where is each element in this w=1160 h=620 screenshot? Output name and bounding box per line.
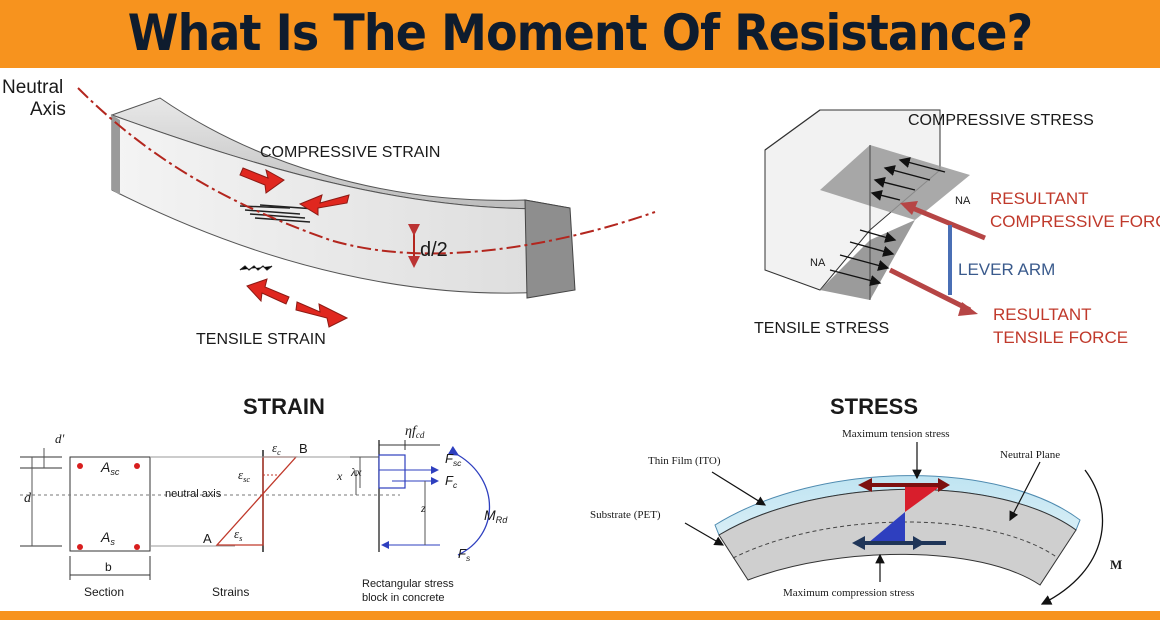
tension-steel-label: As — [101, 529, 115, 547]
x-label: x — [337, 469, 343, 483]
strain-section-figure — [20, 440, 490, 580]
strains-caption: Strains — [212, 585, 250, 599]
fsc-label: Fsc — [445, 451, 462, 468]
moment-arc — [447, 445, 490, 556]
stress-heading: STRESS — [830, 394, 919, 419]
eps-sc-label: εsc — [238, 467, 251, 484]
neutral-axis-line — [77, 87, 656, 255]
section-caption: Section — [84, 585, 125, 599]
lambda-x-label: λx — [351, 465, 362, 479]
neutral-axis-label-line2: Axis — [30, 99, 66, 120]
neutral-axis-text: neutral axis — [165, 488, 222, 500]
stress-block-caption-line2: block in concrete — [362, 592, 445, 604]
moment-arc-right — [1040, 469, 1104, 605]
max-compression-label: Maximum compression stress — [783, 587, 915, 599]
bottom-accent-bar — [0, 611, 1160, 620]
page-title: What Is The Moment Of Resistance? — [127, 4, 1033, 62]
na-label-left: NA — [810, 257, 826, 269]
eps-c-label: εc — [272, 440, 281, 457]
tension-bar — [134, 544, 140, 550]
point-a-label: A — [203, 531, 212, 546]
resultant-compressive-label: RESULTANT — [990, 189, 1089, 208]
neutral-axis-label: Neutral — [2, 77, 64, 98]
strain-heading: STRAIN — [243, 394, 325, 419]
moment-label: M — [1110, 557, 1123, 572]
substrate-label: Substrate (PET) — [590, 509, 661, 521]
title-banner — [0, 0, 1160, 68]
stress-block-rectangle — [378, 454, 406, 489]
na-label-top: NA — [955, 195, 971, 207]
resultant-compressive-arrow — [904, 202, 986, 241]
lever-z-label: z — [421, 501, 426, 515]
max-tension-label: Maximum tension stress — [842, 428, 950, 440]
eps-s-label: εs — [234, 526, 243, 543]
width-b-label: b — [105, 560, 112, 574]
resultant-tensile-arrow — [888, 267, 972, 313]
eta-fcd-label: ηfcd — [405, 424, 425, 440]
compressive-strain-label: COMPRESSIVE STRAIN — [260, 144, 441, 161]
tension-crack-marks — [239, 265, 273, 271]
cover-d-prime-label: d′ — [55, 431, 65, 446]
tension-bar — [77, 544, 83, 550]
mrd-label: MRd — [484, 507, 508, 525]
strain-triangle — [215, 456, 298, 546]
resultant-tensile-label: RESULTANT — [993, 305, 1092, 324]
fs-label: Fs — [458, 546, 471, 563]
effective-depth-label: d — [24, 491, 31, 506]
resultant-tensile-label-line2: TENSILE FORCE — [993, 328, 1129, 347]
tensile-strain-label: TENSILE STRAIN — [196, 331, 326, 348]
neutral-plane-label: Neutral Plane — [1000, 449, 1061, 461]
stress-block-figure — [764, 109, 986, 316]
compressive-strain-arrows — [239, 167, 350, 216]
compression-bar — [77, 463, 83, 469]
compression-bar — [134, 463, 140, 469]
bent-beam-figure — [77, 87, 656, 328]
bent-film-figure — [684, 442, 1104, 605]
compressive-stress-label: COMPRESSIVE STRESS — [908, 112, 1094, 129]
lever-arm-label: LEVER ARM — [958, 260, 1056, 279]
tensile-stress-label: TENSILE STRESS — [754, 320, 890, 337]
resultant-compressive-label-line2: COMPRESSIVE FORCE — [990, 212, 1160, 231]
fc-label: Fc — [445, 473, 458, 490]
point-b-label: B — [299, 441, 308, 456]
compression-steel-label: Asc — [101, 459, 120, 477]
stress-block-caption: Rectangular stress — [362, 578, 454, 590]
section-rectangle — [69, 456, 151, 552]
thin-film-label: Thin Film (ITO) — [648, 455, 721, 467]
stress-arrows — [829, 157, 946, 286]
tensile-strain-arrows — [246, 278, 349, 328]
half-depth-label: d/2 — [420, 239, 448, 261]
compression-crack-marks — [239, 204, 316, 223]
